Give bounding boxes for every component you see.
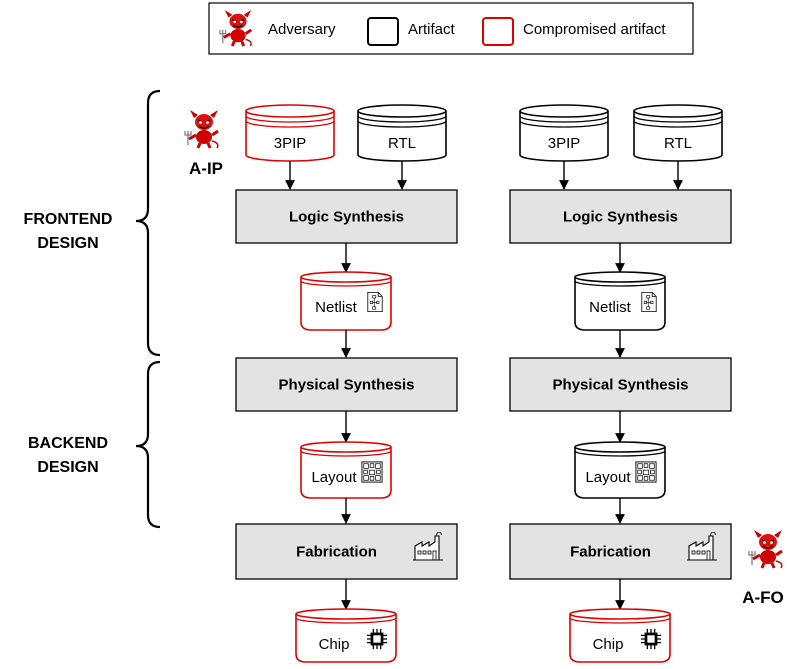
flow-left-3pip-artifact-label: 3PIP <box>274 135 307 152</box>
flow-left-fabrication-box-label: Fabrication <box>296 544 377 561</box>
legend-artifact-label: Artifact <box>408 21 456 38</box>
flow-right-netlist-artifact-netdoc-icon <box>641 291 657 313</box>
backend-label-line2: DESIGN <box>37 459 98 476</box>
flow-right-layout-artifact: Layout <box>574 441 666 499</box>
legend-compromised-label: Compromised artifact <box>523 21 666 38</box>
flow-right-netlist-artifact-label: Netlist <box>589 299 632 316</box>
ip-adversary-devil-icon <box>184 108 220 150</box>
flow-right-chip-artifact-label: Chip <box>593 636 624 653</box>
legend: Adversary Artifact Compromised artifact <box>208 2 694 55</box>
flow-left-rtl-artifact: RTL <box>357 104 447 162</box>
flow-left-layout-artifact: Layout <box>300 441 392 499</box>
flow-right-rtl-artifact: RTL <box>633 104 723 162</box>
flow-left-physical-synthesis-box-label: Physical Synthesis <box>279 377 415 394</box>
adversary-fo-label: A-FO <box>742 588 784 607</box>
flow-left-netlist-artifact: Netlist <box>300 271 392 331</box>
flow-right-layout-artifact-laydoc-icon <box>635 461 657 483</box>
flow-left-logic-synthesis-box-label: Logic Synthesis <box>289 209 404 226</box>
flow-right-rtl-artifact-label: RTL <box>664 135 692 152</box>
flow-right-fabrication-box: Fabrication <box>509 523 732 580</box>
flow-right-3pip-artifact-label: 3PIP <box>548 135 581 152</box>
flow-right-fabrication-box-label: Fabrication <box>570 544 651 561</box>
flow-left-physical-synthesis-box: Physical Synthesis <box>235 357 458 412</box>
flow-left-layout-artifact-label: Layout <box>311 469 357 486</box>
frontend-brace <box>135 89 161 357</box>
backend-label-line1: BACKEND <box>28 435 108 452</box>
flow-left-3pip-artifact: 3PIP <box>245 104 335 162</box>
flow-right-physical-synthesis-box: Physical Synthesis <box>509 357 732 412</box>
flow-left-chip-artifact: Chip <box>295 608 397 663</box>
frontend-label-line2: DESIGN <box>37 235 98 252</box>
flow-right-netlist-artifact: Netlist <box>574 271 666 331</box>
flow-right-layout-artifact-label: Layout <box>585 469 631 486</box>
flow-left-rtl-artifact-label: RTL <box>388 135 416 152</box>
flow-right-logic-synthesis-box-label: Logic Synthesis <box>563 209 678 226</box>
flow-right-physical-synthesis-box-label: Physical Synthesis <box>553 377 689 394</box>
adversary-ip-label: A-IP <box>189 159 223 178</box>
flow-right-logic-synthesis-box: Logic Synthesis <box>509 189 732 244</box>
flow-left-chip-artifact-label: Chip <box>319 636 350 653</box>
flow-right-chip-artifact: Chip <box>569 608 671 663</box>
artifact-swatch-icon <box>367 17 399 46</box>
flow-left-netlist-artifact-label: Netlist <box>315 299 358 316</box>
compromised-swatch-icon <box>482 17 514 46</box>
frontend-label-line1: FRONTEND <box>24 211 113 228</box>
flow-left-netlist-artifact-netdoc-icon <box>367 291 383 313</box>
fab-adversary-devil-icon <box>748 528 784 570</box>
flow-right-3pip-artifact: 3PIP <box>519 104 609 162</box>
flow-left-layout-artifact-laydoc-icon <box>361 461 383 483</box>
legend-frame <box>208 2 694 55</box>
legend-adversary-label: Adversary <box>268 21 336 38</box>
flow-left-fabrication-box: Fabrication <box>235 523 458 580</box>
flow-left-logic-synthesis-box: Logic Synthesis <box>235 189 458 244</box>
backend-brace <box>135 360 161 529</box>
